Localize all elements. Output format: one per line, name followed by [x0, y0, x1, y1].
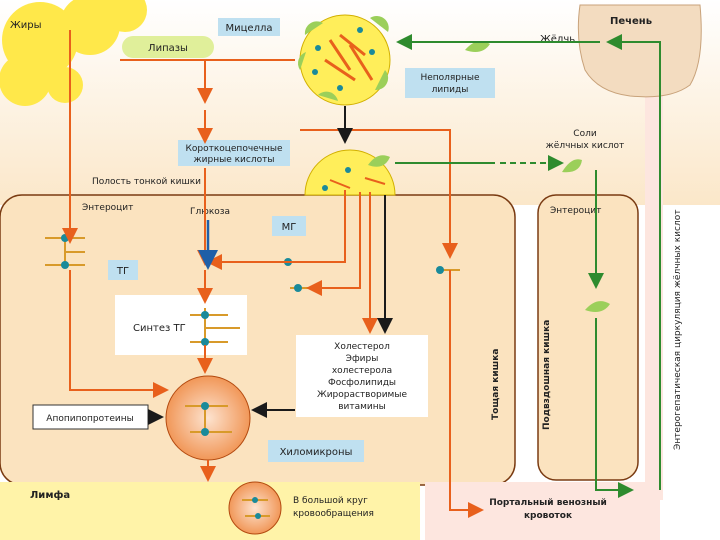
lipids-list-item: холестерола [332, 366, 392, 376]
liver-shape [577, 4, 702, 98]
chylomicron [165, 375, 251, 461]
nonpolar-lipids-line2: липиды [432, 85, 469, 95]
enterohepatic-label: Энтерогепатическая циркуляция жёлчных ки… [673, 210, 683, 450]
lipids-list-item: Эфиры [346, 354, 379, 364]
tg-label: ТГ [116, 266, 129, 277]
apolipoproteins-box [32, 404, 149, 430]
bile-salt-shape [465, 41, 490, 52]
short-fatty-acids-box [178, 140, 290, 166]
bile-salts-line1: Соли [573, 129, 597, 139]
green-arrows [395, 34, 661, 498]
mg-label: МГ [282, 222, 297, 233]
systemic-circulation-line1: В большой круг [293, 496, 368, 506]
liver-label: Печень [610, 16, 652, 27]
enterohepatic-channel [645, 20, 663, 500]
tg-synthesis-label: Синтез ТГ [133, 323, 186, 334]
glucose-label: Глюкоза [190, 207, 230, 217]
lumen-label: Полость тонкой кишки [92, 177, 201, 187]
mg-box [272, 216, 306, 236]
bile-salt-shape [585, 301, 610, 312]
micelle-box [218, 18, 280, 36]
enterocyte-right-cell [537, 194, 639, 481]
portal-vein-line1: Портальный венозный [489, 498, 607, 508]
systemic-circulation-line2: кровообращения [293, 509, 374, 519]
orange-arrows [62, 30, 484, 518]
bile-salt-shape [562, 159, 582, 173]
micelle [297, 14, 391, 106]
enterocyte-right-label: Энтероцит [550, 206, 601, 216]
lipids-list-item: витамины [338, 402, 386, 412]
tg-synthesis-box [115, 295, 247, 355]
chylomicrons-label: Хиломикроны [280, 447, 353, 458]
tg-synthesis-molecule [190, 308, 240, 346]
short-fatty-acids-line1: Короткоцепочечные [185, 144, 283, 154]
mixed-micelle [304, 149, 396, 196]
fats-label: Жиры [10, 20, 42, 31]
chylomicron-small [228, 481, 282, 535]
bile-salts-line2: жёлчных кислот [546, 141, 625, 151]
lipids-list-item: Холестерол [334, 342, 390, 352]
lipids-list-box [296, 335, 428, 417]
fat-droplets [0, 0, 147, 106]
portal-vein-line2: кровоток [524, 511, 572, 521]
apolipoproteins-label: Апопипопротеины [46, 414, 133, 424]
short-fatty-acids-line2: жирные кислоты [194, 155, 275, 165]
lipids-list-item: Жирорастворимые [317, 390, 407, 400]
lymph-label: Лимфа [30, 489, 70, 501]
bile-label: Жёлчь [540, 34, 575, 45]
lipids-list-item: Фосфолипиды [328, 378, 396, 388]
nonpolar-lipids-line1: Неполярные [420, 73, 480, 83]
jejunum-label: Тощая кишка [491, 349, 501, 420]
lipases-box [122, 36, 214, 58]
lymph-region [0, 482, 420, 540]
enterocyte-left-label: Энтероцит [82, 203, 133, 213]
chylomicrons-box [268, 440, 364, 462]
micelle-label: Мицелла [226, 23, 273, 34]
black-arrows [148, 106, 393, 425]
ileum-label: Подвздошная кишка [542, 320, 552, 430]
tg-box [108, 260, 138, 280]
lipases-label: Липазы [148, 43, 188, 54]
nonpolar-lipids-box [405, 68, 495, 98]
